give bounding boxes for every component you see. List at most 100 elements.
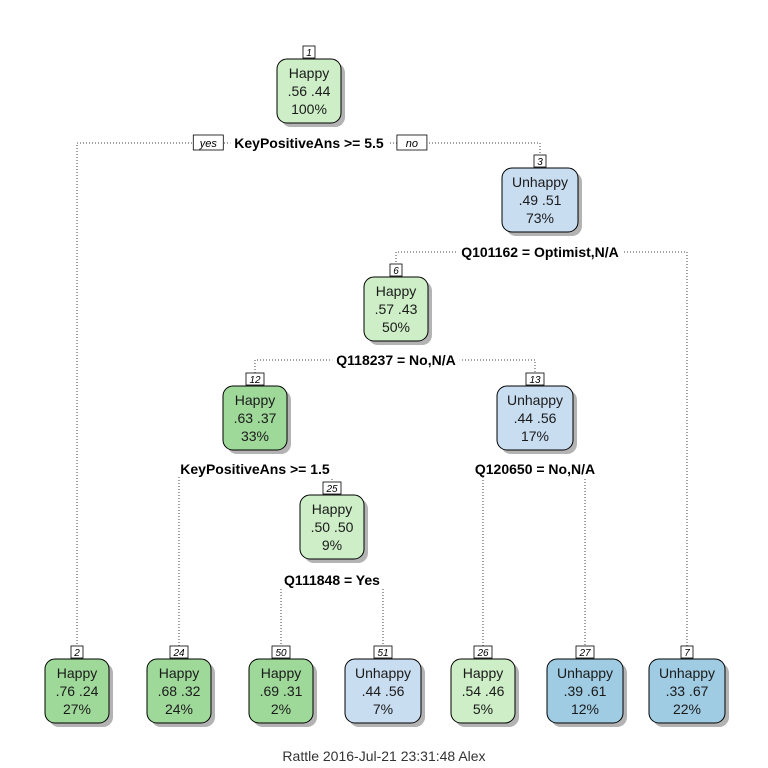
split-label-13: Q120650 = No,N/A bbox=[470, 460, 600, 477]
node-probabilities: .57 .43 bbox=[375, 301, 418, 317]
node-class-label: Happy bbox=[289, 65, 329, 81]
edge-1-2 bbox=[76, 142, 309, 646]
node-class-label: Happy bbox=[376, 283, 416, 299]
node-box bbox=[344, 658, 422, 724]
node-number-tag bbox=[533, 154, 547, 168]
node-box bbox=[363, 276, 429, 342]
node-number-tag bbox=[302, 45, 316, 59]
node-number: 13 bbox=[529, 375, 541, 386]
node-class-label: Happy bbox=[159, 665, 199, 681]
split-label-3: Q101162 = Optimist,N/A bbox=[457, 243, 623, 260]
edge-25-51 bbox=[332, 579, 384, 646]
node-percent: 17% bbox=[521, 428, 549, 444]
node-class-label: Unhappy bbox=[507, 392, 563, 408]
tree-edges bbox=[76, 142, 688, 646]
node-class-label: Happy bbox=[261, 665, 301, 681]
node-box bbox=[299, 494, 365, 560]
node-number-tag bbox=[245, 372, 265, 386]
node-probabilities: .44 .56 bbox=[362, 683, 405, 699]
edge-13-26 bbox=[482, 468, 535, 646]
node-box bbox=[44, 658, 110, 724]
split-label-background bbox=[470, 460, 600, 477]
node-box bbox=[496, 385, 574, 451]
node-number-tag bbox=[389, 263, 403, 277]
node-number: 3 bbox=[537, 157, 543, 168]
node-box bbox=[222, 385, 288, 451]
branch-no-label: no bbox=[406, 138, 418, 150]
edge-6-13 bbox=[396, 359, 536, 373]
branch-yes-label-box bbox=[192, 134, 224, 151]
edge-6-12 bbox=[254, 359, 396, 373]
branch-no-label-box bbox=[396, 134, 428, 151]
node-probabilities: .69 .31 bbox=[260, 683, 303, 699]
split-label-1: KeyPositiveAns >= 5.5 yes no bbox=[192, 134, 428, 151]
node-number: 51 bbox=[377, 648, 388, 659]
node-box bbox=[276, 58, 342, 124]
node-number-tag bbox=[322, 481, 342, 495]
split-label-25: Q111848 = Yes bbox=[280, 571, 385, 588]
node-number-tag bbox=[70, 645, 84, 659]
node-number: 24 bbox=[172, 648, 185, 659]
split-label-background bbox=[176, 460, 334, 477]
node-box bbox=[546, 658, 624, 724]
node-number-tag bbox=[169, 645, 189, 659]
node-class-label: Happy bbox=[312, 501, 352, 517]
node-number: 50 bbox=[275, 648, 287, 659]
node-probabilities: .63 .37 bbox=[234, 410, 277, 426]
node-box bbox=[450, 658, 516, 724]
node-percent: 27% bbox=[63, 701, 91, 717]
node-box bbox=[648, 658, 726, 724]
node-probabilities: .54 .46 bbox=[462, 683, 505, 699]
node-percent: 100% bbox=[291, 101, 327, 117]
split-label-background bbox=[332, 351, 460, 368]
node-percent: 22% bbox=[673, 701, 701, 717]
node-class-label: Unhappy bbox=[355, 665, 411, 681]
split-condition: Q111848 = Yes bbox=[284, 572, 380, 588]
node-box bbox=[248, 658, 314, 724]
node-number: 26 bbox=[476, 648, 489, 659]
node-number: 2 bbox=[73, 648, 80, 659]
node-probabilities: .39 .61 bbox=[564, 683, 607, 699]
branch-yes-label: yes bbox=[199, 138, 218, 150]
node-class-label: Unhappy bbox=[512, 174, 568, 190]
node-probabilities: .68 .32 bbox=[158, 683, 201, 699]
edge-12-24 bbox=[178, 468, 255, 646]
node-probabilities: .50 .50 bbox=[311, 519, 354, 535]
split-condition: KeyPositiveAns >= 5.5 bbox=[234, 135, 384, 151]
node-class-label: Unhappy bbox=[557, 665, 613, 681]
split-label-background bbox=[230, 134, 388, 151]
node-number: 25 bbox=[325, 484, 338, 495]
node-box bbox=[501, 167, 579, 233]
node-number-tag bbox=[575, 645, 595, 659]
split-label-6: Q118237 = No,N/A bbox=[332, 351, 460, 368]
node-class-label: Happy bbox=[57, 665, 97, 681]
node-class-label: Happy bbox=[235, 392, 275, 408]
node-probabilities: .44 .56 bbox=[514, 410, 557, 426]
node-number-tag bbox=[373, 645, 393, 659]
node-probabilities: .76 .24 bbox=[56, 683, 99, 699]
node-probabilities: .49 .51 bbox=[519, 192, 562, 208]
node-percent: 9% bbox=[322, 537, 342, 553]
node-percent: 24% bbox=[165, 701, 193, 717]
node-percent: 2% bbox=[271, 701, 291, 717]
node-box bbox=[146, 658, 212, 724]
node-number-tag bbox=[473, 645, 493, 659]
node-number-tag bbox=[680, 645, 694, 659]
node-percent: 5% bbox=[473, 701, 493, 717]
node-number: 12 bbox=[249, 375, 261, 386]
split-condition: Q101162 = Optimist,N/A bbox=[461, 244, 619, 260]
node-percent: 50% bbox=[382, 319, 410, 335]
